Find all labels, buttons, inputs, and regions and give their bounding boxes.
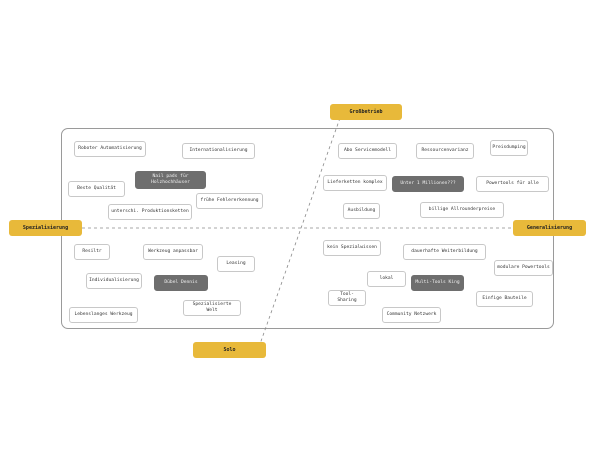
note-n25[interactable]: Tool-Sharing (328, 290, 366, 306)
note-n27[interactable]: Spezialisierte Welt (183, 300, 241, 316)
note-n6[interactable]: Nail pads für Holzhochhäuser (135, 171, 206, 189)
note-n3[interactable]: Abo Servicemodell (338, 143, 397, 159)
note-n28[interactable]: Lebenslanges Werkzeug (69, 307, 138, 323)
note-n12[interactable]: unterschi. Produktionsketten (108, 204, 192, 220)
note-n2[interactable]: Internationalisierung (182, 143, 255, 159)
axis-label-top[interactable]: Großbetrieb (330, 104, 402, 120)
note-n24[interactable]: Multi-Tools King (411, 275, 464, 291)
axis-label-right[interactable]: Generalisierung (513, 220, 586, 236)
note-n16[interactable]: Werkzeug anpassbar (143, 244, 203, 260)
note-n29[interactable]: Community Netzwerk (382, 307, 441, 323)
note-n11[interactable]: frühe Fehlererkennung (196, 193, 263, 209)
note-n15[interactable]: Resiltr (74, 244, 110, 260)
note-n5[interactable]: Preisdumping (490, 140, 528, 156)
note-n8[interactable]: Lieferketten komplex (323, 175, 387, 191)
note-n26[interactable]: Einfige Bauteile (476, 291, 533, 307)
note-n10[interactable]: Powertools für alle (476, 176, 549, 192)
note-n20[interactable]: modulare Powertools (494, 260, 553, 276)
note-n1[interactable]: Roboter Automatisierung (74, 141, 146, 157)
note-n17[interactable]: kein Spezialwissen (323, 240, 381, 256)
axis-label-bottom[interactable]: Solo (193, 342, 266, 358)
note-n23[interactable]: lokal (367, 271, 406, 287)
note-n9[interactable]: Unter 1 Millionen??? (392, 176, 464, 192)
note-n14[interactable]: billige Allrounderpreise (420, 202, 504, 218)
note-n19[interactable]: Leasing (217, 256, 255, 272)
note-n21[interactable]: Individualisierung (86, 273, 142, 289)
note-n7[interactable]: Beste Qualität (68, 181, 125, 197)
axis-label-left[interactable]: Spezialisierung (9, 220, 82, 236)
note-n4[interactable]: Ressourcenvarianz (416, 143, 474, 159)
note-n13[interactable]: Ausbildung (343, 203, 380, 219)
note-n18[interactable]: dauerhafte Weiterbildung (403, 244, 486, 260)
note-n22[interactable]: Dübel Dennis (154, 275, 208, 291)
